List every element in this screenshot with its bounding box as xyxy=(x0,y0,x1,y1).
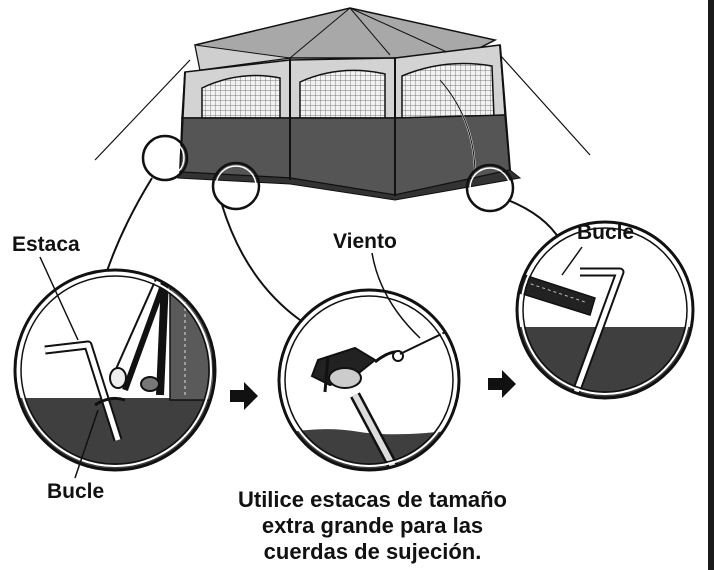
label-bucle-left: Bucle xyxy=(47,480,105,503)
caption-line-1: Utilice estacas de tamaño xyxy=(237,487,507,512)
label-estaca: Estaca xyxy=(12,233,80,256)
arrow-right-icon xyxy=(230,382,258,410)
label-bucle-right: Bucle xyxy=(577,221,635,244)
page-edge-bar xyxy=(708,0,714,570)
guyline-detail-circle xyxy=(277,252,461,472)
tent-illustration xyxy=(94,7,591,213)
caption-line-2: extra grande para las xyxy=(261,513,484,538)
caption-line-3: cuerdas de sujeción. xyxy=(263,539,482,564)
instruction-caption: Utilice estacas de tamaño extra grande p… xyxy=(200,487,545,565)
stake-detail-circle xyxy=(13,256,217,479)
label-viento: Viento xyxy=(333,230,397,253)
loop-detail-circle xyxy=(515,220,695,400)
arrow-right-icon xyxy=(488,370,516,398)
